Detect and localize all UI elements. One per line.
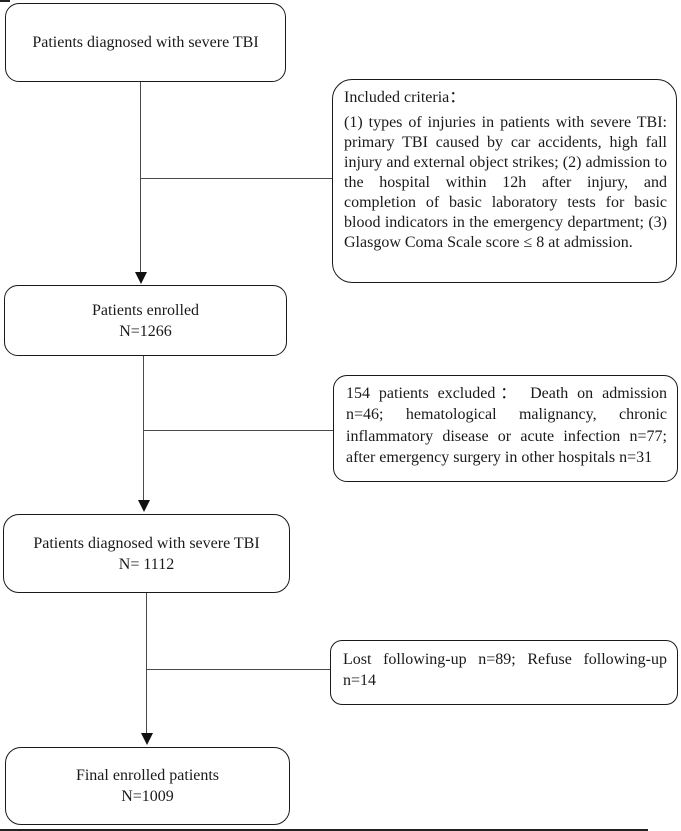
flow-box-final-enrolled: Final enrolled patients N=1009 (5, 747, 290, 825)
patients-enrolled-label: Patients enrolled (91, 301, 200, 319)
final-enrolled-count: N=1009 (121, 788, 174, 805)
page-edge-artifact-top (0, 0, 10, 2)
flow-box-followup: Lost following-up n=89; Refuse following… (330, 640, 678, 705)
connector-branch-excluded (143, 430, 333, 432)
flow-box-excluded: 154 patients excluded： Death on admissio… (333, 375, 678, 482)
arrowhead-to-enrolled-icon (135, 272, 147, 284)
diagnosed-after-exclusion-label: Patients diagnosed with severe TBI (33, 534, 260, 552)
flow-box-diagnosed-after-exclusion: Patients diagnosed with severe TBI N= 11… (3, 514, 290, 593)
page-edge-artifact-bottom (0, 829, 648, 831)
final-enrolled-label: Final enrolled patients (75, 767, 220, 784)
arrowhead-to-diagnosed2-icon (138, 500, 150, 512)
connector-vertical-1 (140, 82, 142, 272)
diagnosed-after-exclusion-count: N= 1112 (118, 555, 175, 573)
flow-box-included-criteria: Included criteria： (1) types of injuries… (332, 79, 677, 283)
excluded-body: 154 patients excluded： Death on admissio… (346, 385, 667, 466)
followup-body: Lost following-up n=89; Refuse following… (343, 651, 667, 689)
connector-branch-followup (146, 669, 330, 671)
patients-enrolled-count: N=1266 (119, 322, 172, 340)
included-criteria-title: Included criteria： (344, 89, 466, 106)
flow-box-diagnosed-severe-tbi: Patients diagnosed with severe TBI (5, 3, 286, 82)
flow-box-diagnosed-label: Patients diagnosed with severe TBI (32, 34, 259, 51)
connector-vertical-3 (146, 593, 148, 734)
flow-box-patients-enrolled: Patients enrolled N=1266 (4, 285, 287, 356)
connector-branch-criteria (140, 178, 332, 180)
connector-vertical-2 (143, 356, 145, 501)
included-criteria-body: (1) types of injuries in patients with s… (344, 114, 667, 251)
arrowhead-to-final-icon (141, 733, 153, 745)
